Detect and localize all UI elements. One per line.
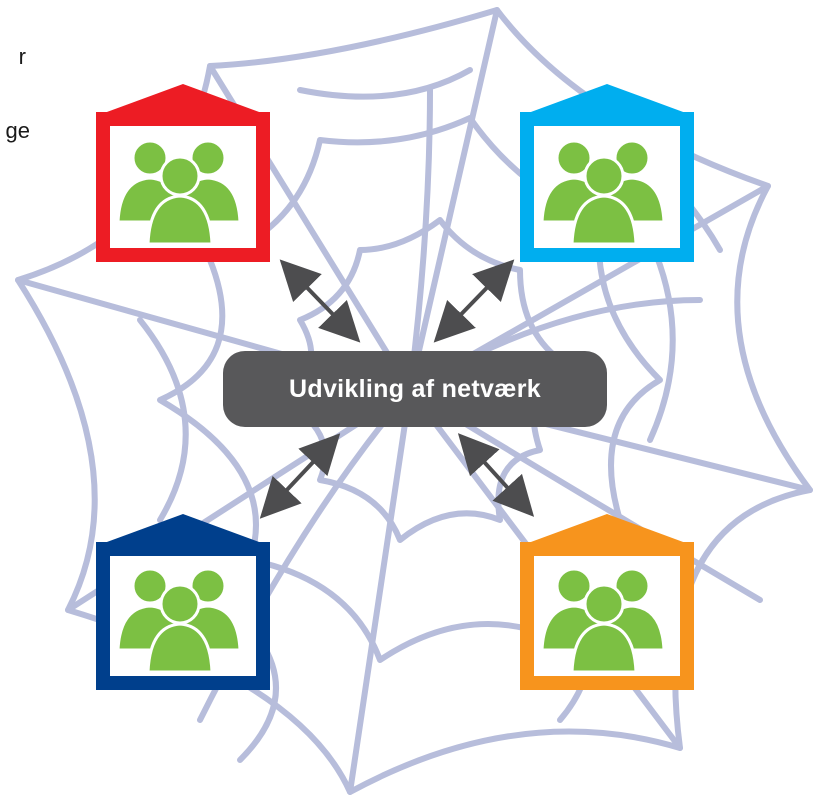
web-arc bbox=[297, 67, 473, 100]
web-spoke bbox=[407, 7, 500, 393]
clipped-text-fragment: r bbox=[18, 44, 26, 69]
people-icon bbox=[116, 567, 242, 674]
navy-house bbox=[96, 514, 270, 690]
clipped-text-fragment: ge bbox=[5, 118, 30, 143]
cyan-house bbox=[520, 84, 694, 262]
people-icon bbox=[540, 567, 666, 674]
arrow-cyan-center bbox=[433, 259, 515, 343]
arrow-navy-center bbox=[259, 433, 341, 519]
arrow-orange-center bbox=[457, 433, 535, 517]
center-label: Udvikling af netværk bbox=[223, 351, 607, 427]
people-icon bbox=[540, 139, 666, 246]
web-spoke bbox=[347, 387, 413, 795]
web-spoke bbox=[407, 87, 433, 393]
people-icon bbox=[116, 139, 242, 246]
red-house bbox=[96, 84, 270, 262]
web-arc bbox=[137, 317, 189, 523]
arrow-red-center bbox=[279, 259, 361, 343]
orange-house bbox=[520, 514, 694, 690]
